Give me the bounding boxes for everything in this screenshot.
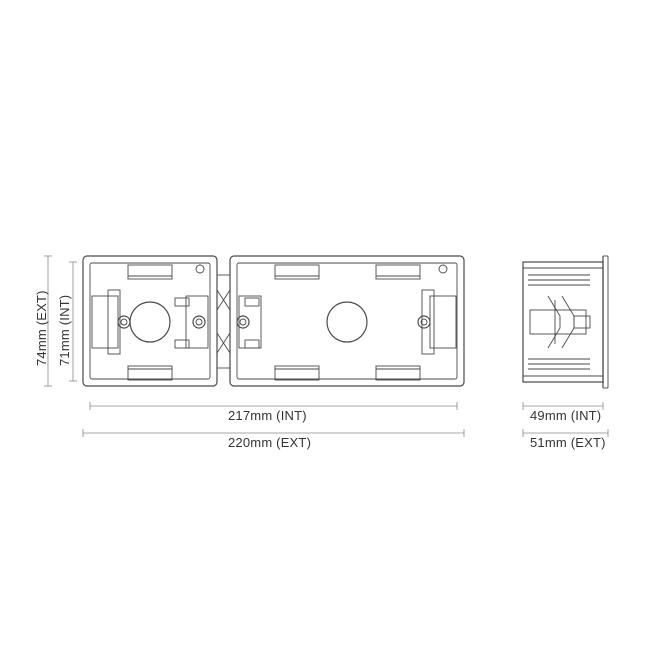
label-depth-int: 49mm (INT)	[530, 408, 602, 423]
label-width-int: 217mm (INT)	[228, 408, 307, 423]
joining-section	[216, 274, 231, 369]
dimension-height-ext	[44, 255, 52, 387]
label-height-int: 71mm (INT)	[57, 294, 72, 366]
side-view-box	[522, 255, 609, 389]
label-width-ext: 220mm (EXT)	[228, 435, 312, 450]
label-depth-ext: 51mm (EXT)	[530, 435, 606, 450]
label-height-ext: 74mm (EXT)	[34, 290, 49, 366]
front-view-box-left	[82, 255, 218, 387]
dimension-width-int	[89, 402, 458, 410]
dimension-depth-ext	[522, 429, 609, 437]
dimension-height-int	[69, 261, 77, 382]
dimension-width-ext	[82, 429, 465, 437]
dimension-depth-int	[522, 402, 604, 410]
front-view-box-right	[229, 255, 465, 387]
